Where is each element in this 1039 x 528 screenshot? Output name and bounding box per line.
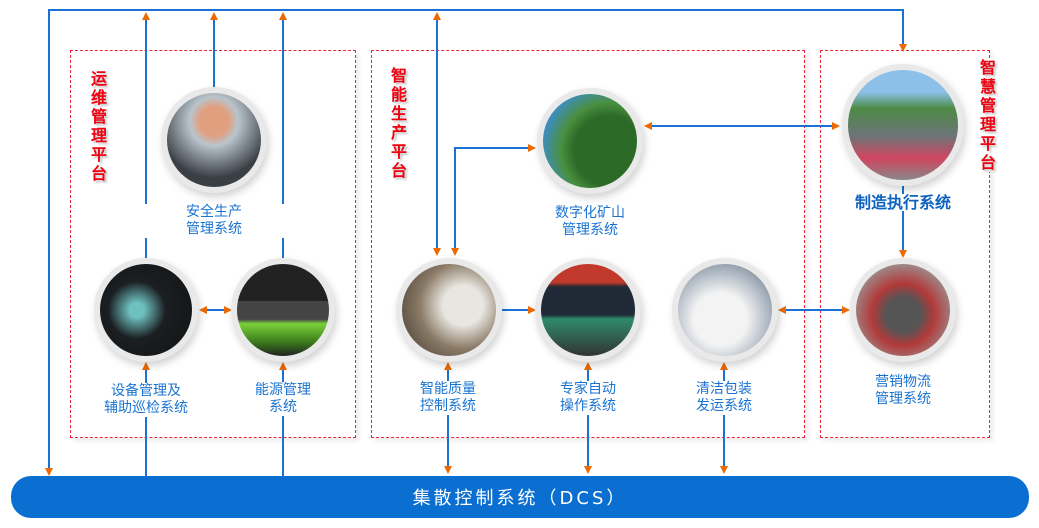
logistics-label: 营销物流管理系统: [865, 374, 941, 408]
mes-plant-image: [848, 70, 958, 180]
safety-control-room-image: [167, 93, 261, 187]
mine-satellite-image: [543, 94, 637, 188]
top-bus-line: [48, 9, 907, 470]
production-platform-title: 智能生产平台: [390, 66, 407, 180]
equipment-scada-image: [100, 264, 192, 356]
dcs-bar: 集散控制系统（DCS）: [11, 476, 1029, 518]
expert-label: 专家自动操作系统: [550, 381, 626, 415]
quality-robot-image: [402, 264, 496, 356]
management-platform-title: 智慧管理平台: [979, 58, 997, 172]
energy-label: 能源管理系统: [245, 382, 321, 416]
quality-mine-line: [451, 144, 536, 256]
mes-label: 制造执行系统: [833, 194, 973, 211]
ops-platform-title: 运维管理平台: [90, 69, 107, 183]
safety-label: 安全生产管理系统: [144, 204, 284, 238]
logistics-truck-image: [856, 264, 950, 356]
equipment-label: 设备管理及辅助巡检系统: [91, 383, 201, 417]
mine-label: 数字化矿山管理系统: [520, 205, 660, 239]
packing-bags-image: [678, 264, 772, 356]
expert-control-image: [541, 264, 635, 356]
packing-label: 清洁包装发运系统: [686, 381, 762, 415]
energy-chart-image: [237, 264, 329, 356]
quality-label: 智能质量控制系统: [410, 381, 486, 415]
